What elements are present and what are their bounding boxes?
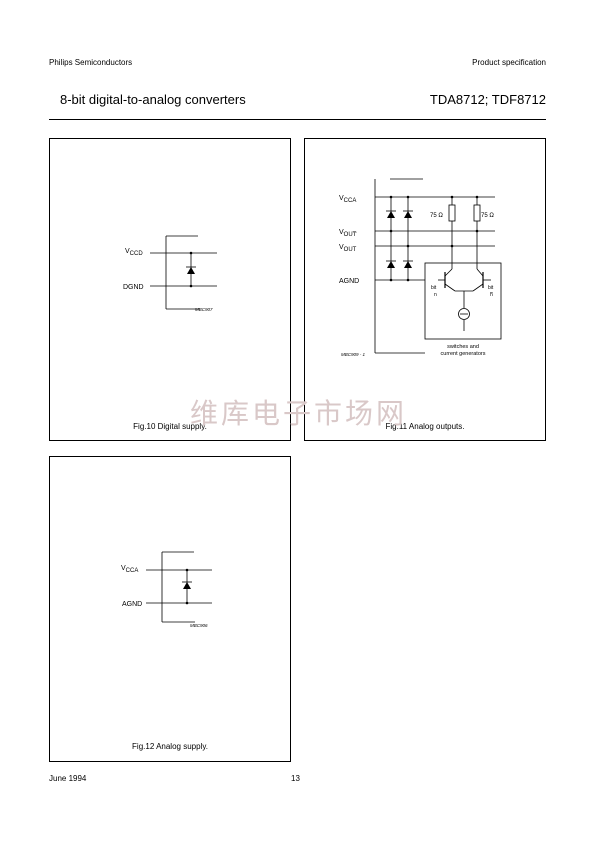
dgnd-label: DGND xyxy=(123,284,144,291)
figure-code: MBC906 xyxy=(190,623,208,628)
part-number: TDA8712; TDF8712 xyxy=(429,92,546,107)
company-name: Philips Semiconductors xyxy=(49,58,133,67)
vout-bar-label: VOUT xyxy=(339,229,357,238)
agnd-label: AGND xyxy=(122,601,142,608)
analog-supply-diagram: VCCA AGND MBC906 xyxy=(121,551,212,628)
vccd-label: VCCD xyxy=(125,248,143,257)
resistor-1-label: 75 Ω xyxy=(430,213,443,219)
switches-label-1: switches and xyxy=(447,344,479,350)
switches-label-2: current generators xyxy=(441,351,486,357)
agnd-label: AGND xyxy=(339,278,359,285)
figure-10-box: VCCD DGND MBC907 Fig.10 Digital supply. xyxy=(49,138,291,441)
figure-10-caption: Fig.10 Digital supply. xyxy=(133,422,207,431)
footer-date: June 1994 xyxy=(49,774,87,783)
vcca-label: VCCA xyxy=(121,565,138,574)
header-rule xyxy=(49,119,546,120)
watermark: 维库电子市场网 xyxy=(190,397,408,430)
digital-supply-diagram: VCCD DGND MBC907 xyxy=(123,235,217,312)
document-title: 8-bit digital-to-analog converters xyxy=(60,92,246,107)
figure-code: MBC907 xyxy=(195,307,213,312)
figure-12-box: VCCA AGND MBC906 Fig.12 Analog supply. xyxy=(49,456,291,762)
figure-12-caption: Fig.12 Analog supply. xyxy=(132,742,208,751)
figure-11-caption: Fig.11 Analog outputs. xyxy=(385,422,465,431)
page-number: 13 xyxy=(291,774,300,783)
resistor-2-label: 75 Ω xyxy=(481,213,494,219)
document-type: Product specification xyxy=(472,58,546,67)
vcca-label: VCCA xyxy=(339,195,356,204)
figure-code: MBC909 - 1 xyxy=(341,352,366,357)
vout-label: VOUT xyxy=(339,244,357,253)
